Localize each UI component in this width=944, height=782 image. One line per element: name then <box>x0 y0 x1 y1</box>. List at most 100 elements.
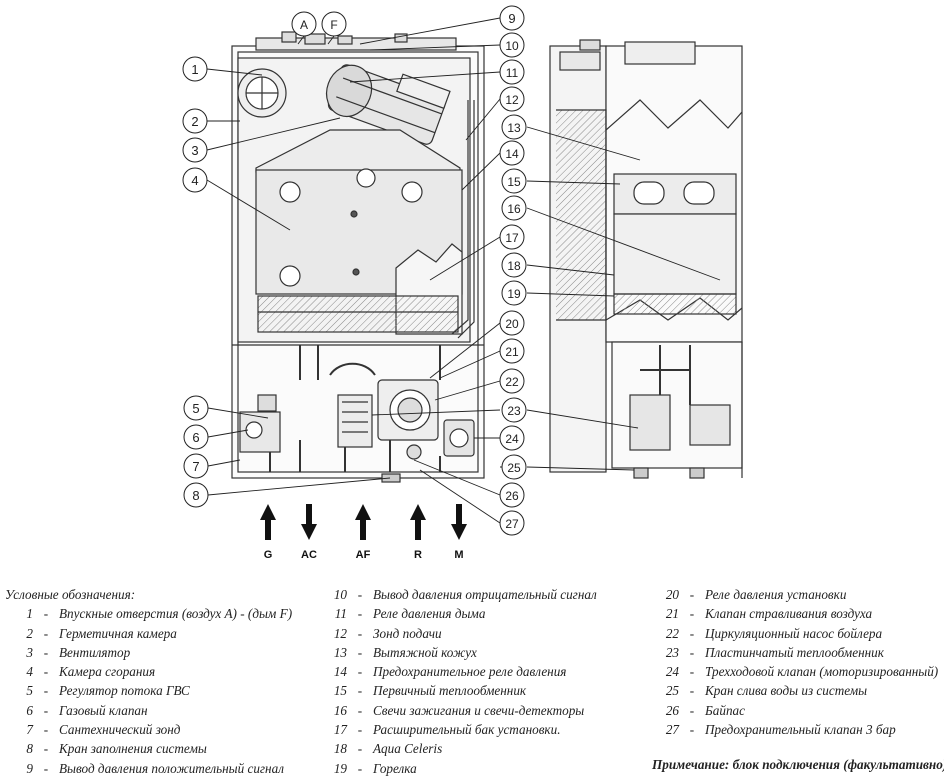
legend-sep: - <box>357 722 363 738</box>
legend-text: Вентилятор <box>59 644 131 660</box>
filling-tap <box>381 473 401 483</box>
callout-9-label: 9 <box>508 11 515 26</box>
legend-num: 14 <box>333 664 347 680</box>
callout-18-label: 18 <box>507 259 521 273</box>
legend-num: 26 <box>665 702 679 718</box>
legend-column-3: 20-Реле давления установки 21-Клапан стр… <box>662 585 938 739</box>
legend-text: Газовый клапан <box>59 702 148 718</box>
legend-text: Реле давления дыма <box>373 606 486 622</box>
legend-item: 23-Пластинчатый теплообменник <box>662 643 938 662</box>
callout-2: 2 <box>182 108 208 134</box>
front-view <box>231 31 485 483</box>
callout-16-label: 16 <box>507 202 521 216</box>
legend-text: Вытяжной кожух <box>373 644 477 660</box>
legend-item: 18-Aqua Celeris <box>332 739 597 758</box>
callout-11: 11 <box>499 59 525 85</box>
callout-2-label: 2 <box>191 114 198 129</box>
legend-num: 2 <box>26 625 33 641</box>
legend-sep: - <box>357 625 363 641</box>
legend-sep: - <box>43 683 49 699</box>
legend-num: 6 <box>26 702 33 718</box>
legend-text: Свечи зажигания и свечи-детекторы <box>373 702 585 718</box>
legend-num: 10 <box>333 587 347 602</box>
primary-heat-exchanger <box>613 173 737 215</box>
burner <box>257 295 459 333</box>
callout-A: A <box>291 11 317 37</box>
callout-19: 19 <box>501 280 527 306</box>
legend-item: 1-Впускные отверстия (воздух А) - (дым F… <box>5 604 292 623</box>
arrow-af-up-icon <box>355 504 371 540</box>
legend-sep: - <box>689 702 695 718</box>
legend-item: 8-Кран заполнения системы <box>5 739 292 758</box>
legend-num: 9 <box>26 760 33 776</box>
legend-item: 14-Предохранительное реле давления <box>332 662 597 681</box>
legend-text: Трехходовой клапан (моторизированный) <box>705 664 939 680</box>
legend-sep: - <box>357 644 363 660</box>
legend-item: 16-Свечи зажигания и свечи-детекторы <box>332 701 597 720</box>
legend-item: 7-Сантехнический зонд <box>5 720 292 739</box>
legend-column-2: 10-Вывод давления отрицательный сигнал 1… <box>332 585 597 778</box>
callout-25-label: 25 <box>507 461 521 475</box>
callout-7-label: 7 <box>192 459 199 474</box>
legend-item: 13-Вытяжной кожух <box>332 643 597 662</box>
legend-item: 3-Вентилятор <box>5 643 292 662</box>
legend-text: Расширительный бак установки. <box>373 722 561 738</box>
legend-sep: - <box>357 587 363 602</box>
legend-item: 10-Вывод давления отрицательный сигнал <box>332 585 597 604</box>
callout-21-label: 21 <box>505 345 519 359</box>
fan-unit <box>325 64 451 145</box>
legend-num: 3 <box>26 644 33 660</box>
legend-text: Вывод давления положительный сигнал <box>59 760 284 776</box>
callout-12: 12 <box>499 86 525 112</box>
legend-sep: - <box>43 702 49 718</box>
callout-9: 9 <box>499 5 525 31</box>
callout-10-label: 10 <box>505 39 519 53</box>
legend-num: 7 <box>26 722 33 738</box>
legend-num: 16 <box>333 702 347 718</box>
callout-24-label: 24 <box>505 432 519 446</box>
legend-text: Клапан стравливания воздуха <box>705 606 873 622</box>
legend-column-1: Условные обозначения: 1-Впускные отверст… <box>5 585 292 778</box>
callout-1: 1 <box>182 56 208 82</box>
legend-sep: - <box>357 606 363 622</box>
callout-5-label: 5 <box>192 401 199 416</box>
callout-F-label: F <box>330 18 337 32</box>
legend-sep: - <box>357 741 363 757</box>
legend-sep: - <box>689 683 695 699</box>
callout-6: 6 <box>183 424 209 450</box>
legend-num: 24 <box>665 664 679 680</box>
legend-sep: - <box>357 683 363 699</box>
callout-26: 26 <box>499 482 525 508</box>
legend-num: 17 <box>333 722 347 738</box>
legend-item: 22-Циркуляционный насос бойлера <box>662 624 938 643</box>
legend-text: Кран слива воды из системы <box>705 683 868 699</box>
callout-17: 17 <box>499 224 525 250</box>
plate-heat-exchanger <box>337 394 373 448</box>
legend-text: Aqua Celeris <box>373 741 443 757</box>
legend-item: 5-Регулятор потока ГВС <box>5 681 292 700</box>
callout-26-label: 26 <box>505 489 519 503</box>
legend-text: Первичный теплообменник <box>373 683 527 699</box>
connection-label-af: AF <box>356 549 371 561</box>
legend-text: Камера сгорания <box>59 664 156 680</box>
callout-27-label: 27 <box>505 517 519 531</box>
legend-text: Герметичная камера <box>59 625 177 641</box>
legend-sep: - <box>43 625 49 641</box>
legend-text: Зонд подачи <box>373 625 442 641</box>
legend-text: Циркуляционный насос бойлера <box>705 625 883 641</box>
legend-item: 11-Реле давления дыма <box>332 604 597 623</box>
callout-1-label: 1 <box>191 62 198 77</box>
legend-item: 4-Камера сгорания <box>5 662 292 681</box>
connection-arrows: G AC AF R M <box>260 504 467 561</box>
legend-num: 1 <box>26 606 33 622</box>
callout-15-label: 15 <box>507 175 521 189</box>
legend-item: 27-Предохранительный клапан 3 бар <box>662 720 938 739</box>
callout-8-label: 8 <box>192 488 199 503</box>
legend-text: Байпас <box>705 702 746 718</box>
leader-lines <box>206 17 721 524</box>
callout-25: 25 <box>501 454 527 480</box>
callout-14-label: 14 <box>505 147 519 161</box>
arrow-r-up-icon <box>410 504 426 540</box>
callout-18: 18 <box>501 252 527 278</box>
legend-item: 26-Байпас <box>662 701 938 720</box>
